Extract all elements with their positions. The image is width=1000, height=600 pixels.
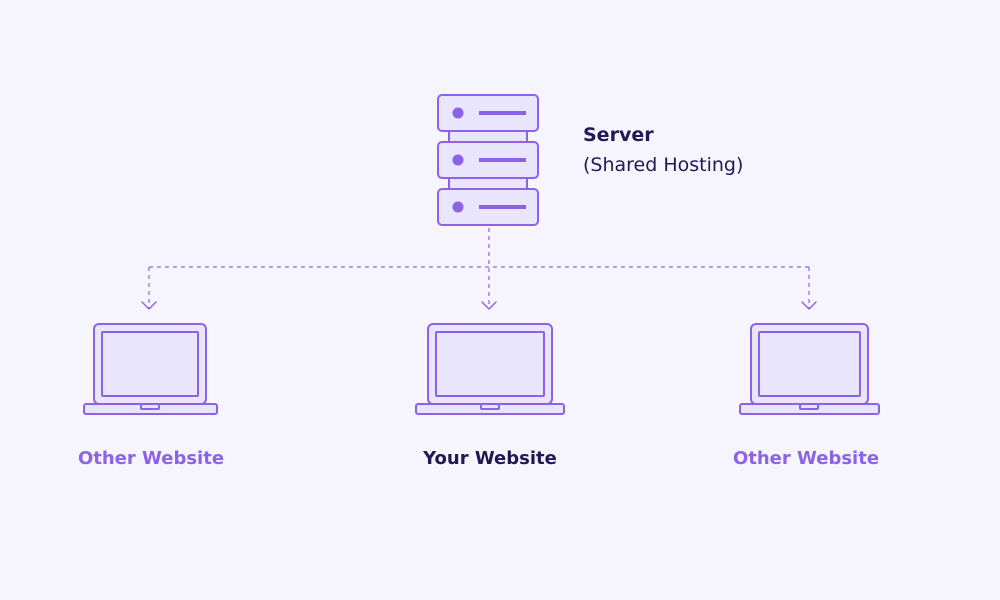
laptop-screen	[101, 331, 199, 397]
arrow-heads	[141, 301, 817, 310]
laptop-notch	[480, 403, 500, 410]
site-label-right: Other Website	[732, 448, 880, 469]
laptop-icon	[83, 323, 218, 415]
server-led-1	[452, 107, 464, 119]
server-title: Server	[583, 124, 654, 146]
arrow-down-icon	[141, 301, 157, 310]
site-label-center: Your Website	[423, 448, 557, 469]
server-led-3	[452, 201, 464, 213]
site-label-left: Other Website	[77, 448, 225, 469]
arrow-down-icon	[801, 301, 817, 310]
server-subtitle: (Shared Hosting)	[583, 154, 744, 176]
connection-lines	[148, 228, 810, 308]
laptop-notch	[799, 403, 819, 410]
laptop-icon	[415, 323, 565, 415]
laptop-notch	[140, 403, 160, 410]
arrow-down-icon	[481, 301, 497, 310]
laptop-icon	[739, 323, 880, 415]
server-icon	[437, 94, 539, 226]
laptop-screen	[435, 331, 545, 397]
server-led-2	[452, 154, 464, 166]
laptop-screen	[758, 331, 861, 397]
